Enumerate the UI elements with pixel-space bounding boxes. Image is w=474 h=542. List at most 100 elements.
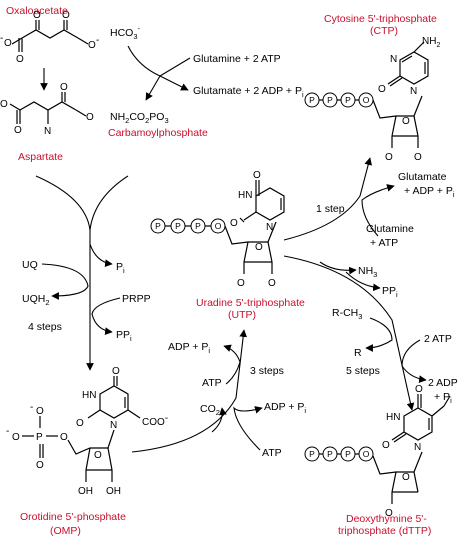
carb-formula: NH2CO2PO3	[110, 111, 169, 125]
utp-o-left: O	[237, 278, 245, 289]
plus-atp-label: + ATP	[370, 237, 398, 249]
omp-o-top: O	[112, 366, 120, 377]
merge-right	[89, 175, 129, 231]
omp-label: Orotidine 5'-phosphate	[20, 511, 126, 523]
utp-o: O	[215, 221, 222, 231]
omp-hn: HN	[82, 390, 96, 401]
utp-o-side: O	[230, 218, 238, 229]
asp-o3: O	[60, 82, 68, 93]
oxa-o4: O	[4, 38, 12, 49]
utp-to-ctp-arrow	[283, 157, 372, 241]
asp-o4: O	[86, 112, 94, 123]
utp-hn: HN	[238, 190, 252, 201]
glutamine-in-curve	[127, 45, 191, 77]
ctp-n: N	[410, 86, 417, 97]
utp-n: N	[266, 222, 273, 233]
utp-o-top: O	[253, 170, 261, 181]
dttp-label-2: triphosphate (dTTP)	[338, 525, 431, 537]
ctp-o-right: O	[414, 152, 422, 163]
co2-label: CO2	[200, 403, 220, 417]
atp-adp-dttp-arrow	[401, 339, 427, 383]
adp-pi-upper: ADP + Pi	[168, 341, 210, 355]
omp-to-utp-arrow	[131, 329, 248, 453]
co2-out-arrow	[211, 407, 227, 433]
omp-o-left: O	[76, 418, 84, 429]
dttp-o-left: O	[385, 508, 393, 519]
adp-pi-ctp: + ADP + Pi	[404, 185, 455, 199]
two-adp-label: 2 ADP	[428, 377, 458, 389]
dttp-p1: P	[309, 449, 315, 459]
dttp-o-top: O	[415, 384, 423, 395]
utp-structure: P P P O O O O O HN O N	[150, 170, 285, 289]
pi-out-arrow	[89, 243, 113, 267]
ctp-p2: P	[327, 95, 333, 105]
asp-o1: O	[0, 99, 8, 110]
four-steps-label: 4 steps	[28, 321, 62, 333]
nh3-label: NH3	[358, 265, 377, 279]
r-label: R	[354, 347, 362, 359]
atp-lower: ATP	[262, 447, 282, 459]
omp-o-p-bottom: O	[36, 460, 44, 471]
oxa-o2: O	[62, 10, 70, 21]
uqh2-label: UQH2	[22, 293, 50, 307]
atp-adp-upper-arrow	[223, 344, 241, 385]
oxaloacetate-label: Oxaloacetate	[6, 5, 68, 17]
ctp-o-side: O	[378, 84, 386, 95]
omp-ho2: OH	[106, 486, 121, 497]
ppi-dttp: PPi	[382, 285, 398, 299]
ctp-structure: P P P O O O O NH2 N O N	[304, 36, 440, 163]
glutamine-glutamate-arrow	[361, 184, 395, 237]
omp-p: P	[36, 432, 43, 443]
omp-o-minus1: O	[12, 432, 20, 443]
dttp-p2: P	[327, 449, 333, 459]
ctp-p3: P	[345, 95, 351, 105]
utp-o-right: O	[268, 278, 276, 289]
three-steps-label: 3 steps	[250, 365, 284, 377]
glutamine-label: Glutamine	[366, 223, 414, 235]
dttp-ring-o: O	[402, 472, 410, 483]
hco3-label: HCO3-	[110, 24, 141, 41]
oxa-minus1: -	[0, 33, 3, 44]
prpp-label: PRPP	[122, 293, 151, 305]
omp-o-p-top: O	[36, 406, 44, 417]
utp-p1: P	[155, 221, 161, 231]
dttp-o: O	[363, 449, 370, 459]
omp-ring-o: O	[94, 450, 102, 461]
ctp-ring-o: O	[402, 116, 410, 127]
oxaloacetate-structure: O O O O - O -	[0, 10, 99, 65]
omp-coo: COO-	[142, 413, 168, 428]
carbamoylphosphate-label: Carbamoylphosphate	[108, 127, 208, 139]
utp-to-dttp-arrow	[283, 255, 415, 411]
ctp-label: Cytosine 5'-triphosphate	[324, 13, 437, 25]
asp-n: N	[44, 126, 51, 137]
utp-p2: P	[175, 221, 181, 231]
pi-label: Pi	[116, 261, 125, 275]
utp-ring-o: O	[255, 242, 263, 253]
ctp-o-left: O	[385, 152, 393, 163]
oxa-o1: O	[33, 10, 41, 21]
omp-structure: O HN O N COO- O - P O - O O O OH OH	[6, 366, 168, 497]
oxa-o5: O	[88, 40, 96, 51]
nh3-out-arrow	[319, 261, 357, 275]
omp-minus2: -	[30, 402, 33, 413]
glutamine-2atp-label: Glutamine + 2 ATP	[193, 53, 281, 65]
plus-pi-label: + Pi	[434, 391, 452, 405]
prpp-ppi-arrow	[91, 297, 121, 335]
merge-left	[35, 175, 91, 231]
rch3-label: R-CH3	[332, 307, 362, 321]
asp-o2: O	[14, 125, 22, 136]
omp-o-bridge: O	[60, 432, 68, 443]
utp-label: Uradine 5'-triphosphate	[196, 297, 305, 309]
glutamate-out-arrow	[159, 75, 189, 91]
five-steps-label: 5 steps	[346, 365, 380, 377]
omp-abbr: (OMP)	[50, 525, 81, 537]
ppi-label: PPi	[116, 329, 132, 343]
dttp-p3: P	[345, 449, 351, 459]
rch3-r-arrow	[365, 317, 393, 352]
two-atp-label: 2 ATP	[424, 333, 452, 345]
dttp-n: N	[414, 442, 421, 453]
adp-pi-lower: ADP + Pi	[264, 401, 306, 415]
ctp-p1: P	[309, 95, 315, 105]
oxa-o3: O	[16, 54, 24, 65]
